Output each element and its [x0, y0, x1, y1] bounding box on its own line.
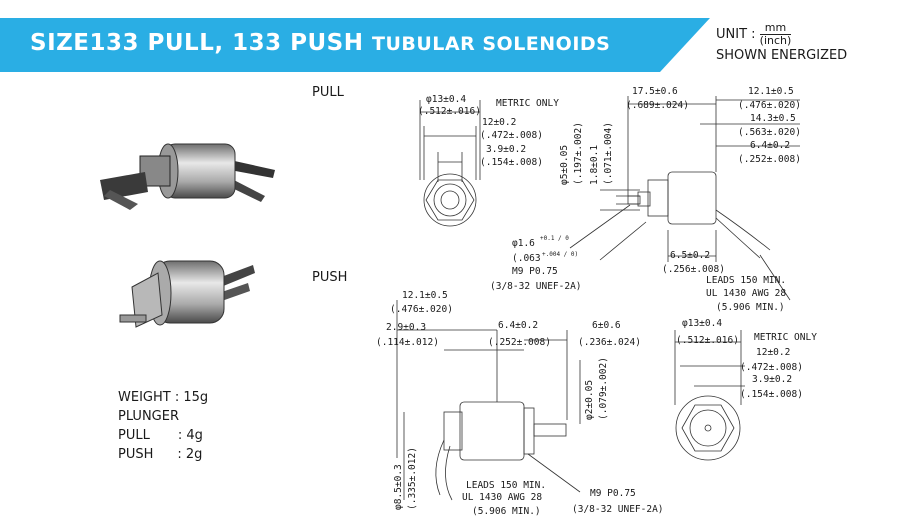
pull-side-plunger: φ1.6: [512, 238, 535, 249]
shown-energized-note: SHOWN ENERGIZED: [716, 48, 848, 63]
push-front-dim-1-inch: (.512±.016): [676, 335, 739, 346]
pull-side-dim-v1: φ5±0.05: [559, 145, 570, 185]
push-side-leads-1: LEADS 150 MIN.: [466, 480, 546, 491]
pull-front-note: METRIC ONLY: [496, 98, 559, 109]
pull-side-plunger-tol: +0.1 / 0: [540, 235, 569, 242]
push-side-dim-c: 6.4±0.2: [498, 320, 538, 331]
push-side-leads-3: (5.906 MIN.): [472, 506, 541, 517]
push-side-dim-b: 2.9±0.3: [386, 322, 426, 333]
pull-front-dim-2-inch: (.472±.008): [480, 130, 543, 141]
pull-solenoid-photo: [100, 143, 275, 210]
pull-side-dim-c: 14.3±0.5: [750, 113, 796, 124]
push-side-dim-a: 12.1±0.5: [402, 290, 448, 301]
pull-side-dim-v2: 1.8±0.1: [589, 145, 600, 185]
push-side-dim-c-inch: (.252±.008): [488, 337, 551, 348]
push-side-dim-v1: φ2±0.05: [584, 380, 595, 420]
plunger-heading: PLUNGER: [118, 409, 179, 424]
push-front-note: METRIC ONLY: [754, 332, 817, 343]
push-front-dim-1: φ13±0.4: [682, 318, 722, 329]
pull-side-dim-e: 6.5±0.2: [670, 250, 710, 261]
push-side-thread: M9 P0.75: [590, 488, 636, 499]
pull-side-dim-d-inch: (.252±.008): [738, 154, 801, 165]
pull-front-dim-3-inch: (.154±.008): [480, 157, 543, 168]
push-side-dim-d: 6±0.6: [592, 320, 621, 331]
push-side-dim-v2-inch: (.335±.012): [407, 447, 418, 510]
pull-front-dim-3: 3.9±0.2: [486, 144, 526, 155]
push-side-thread-inch: (3/8-32 UNEF-2A): [572, 504, 664, 515]
pull-front-dim-1: φ13±0.4: [426, 94, 466, 105]
push-front-dim-3: 3.9±0.2: [752, 374, 792, 385]
pull-side-dim-e-inch: (.256±.008): [662, 264, 725, 275]
push-solenoid-photo: [119, 260, 255, 328]
push-front-dim-2-inch: (.472±.008): [740, 362, 803, 373]
push-side-dim-v1-inch: (.079±.002): [598, 357, 609, 420]
push-side-view: [396, 300, 581, 501]
pull-side-dim-a: 17.5±0.6: [632, 86, 678, 97]
unit-legend: UNIT : mm(inch): [716, 21, 792, 47]
pull-side-view: [569, 96, 800, 301]
pull-side-plunger-inch-tol: +.004 / 0): [542, 251, 578, 258]
pull-side-leads-1: LEADS 150 MIN.: [706, 275, 786, 286]
pull-front-dim-2: 12±0.2: [482, 117, 516, 128]
pull-side-thread: M9 P0.75: [512, 266, 558, 277]
banner-shape: [0, 18, 710, 72]
plunger-pull-weight: PULL: 4g: [118, 428, 203, 443]
pull-side-leads-3: (5.906 MIN.): [716, 302, 785, 313]
pull-side-dim-c-inch: (.563±.020): [738, 127, 801, 138]
pull-side-dim-v1-inch: (.197±.002): [573, 122, 584, 185]
pull-side-dim-b-inch: (.476±.020): [738, 100, 801, 111]
push-side-dim-a-inch: (.476±.020): [390, 304, 453, 315]
push-front-dim-2: 12±0.2: [756, 347, 790, 358]
pull-side-thread-inch: (3/8-32 UNEF-2A): [490, 281, 582, 292]
pull-front-view: [419, 100, 481, 227]
pull-side-dim-d: 6.4±0.2: [750, 140, 790, 151]
title-banner: SIZE133 PULL, 133 PUSH TUBULAR SOLENOIDS: [0, 0, 900, 72]
pull-front-dim-1-inch: (.512±.016): [418, 106, 481, 117]
pull-side-leads-2: UL 1430 AWG 28: [706, 288, 786, 299]
push-side-dim-b-inch: (.114±.012): [376, 337, 439, 348]
push-side-dim-d-inch: (.236±.024): [578, 337, 641, 348]
pull-side-dim-a-inch: (.689±.024): [626, 100, 689, 111]
pull-side-dim-b: 12.1±0.5: [748, 86, 794, 97]
push-section-label: PUSH: [312, 270, 348, 285]
push-front-view: [674, 330, 745, 461]
pull-side-plunger-inch: (.063: [512, 253, 541, 264]
pull-side-dim-v2-inch: (.071±.004): [603, 122, 614, 185]
push-front-dim-3-inch: (.154±.008): [740, 389, 803, 400]
push-side-dim-v2: φ8.5±0.3: [393, 464, 404, 510]
plunger-push-weight: PUSH: 2g: [118, 447, 203, 462]
page-title: SIZE133 PULL, 133 PUSH TUBULAR SOLENOIDS: [30, 30, 611, 56]
weight-spec: WEIGHT : 15g: [118, 390, 209, 405]
pull-section-label: PULL: [312, 85, 344, 100]
push-side-leads-2: UL 1430 AWG 28: [462, 492, 542, 503]
